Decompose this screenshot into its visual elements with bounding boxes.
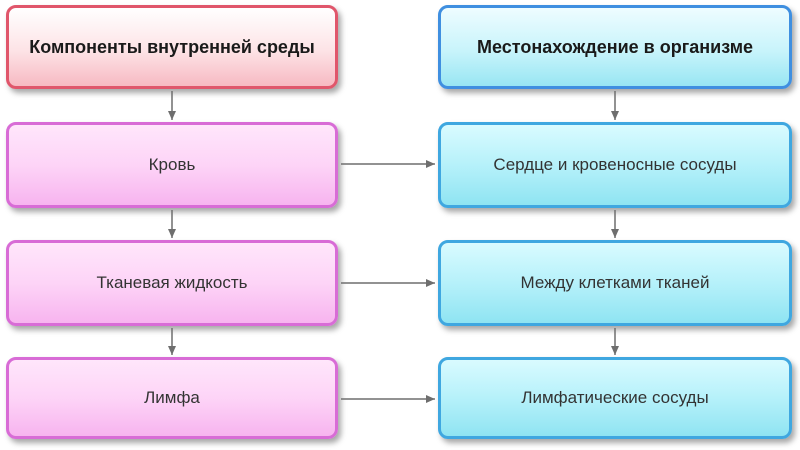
left-item-label-1: Кровь [148,155,196,174]
left-item-label-2: Тканевая жидкость [96,273,248,292]
left-item-box-2: Тканевая жидкость [6,240,338,326]
right-item-box-1: Сердце и кровеносные сосуды [438,122,792,208]
right-item-label-1: Сердце и кровеносные сосуды [493,155,737,174]
right-item-box-3: Лимфатические сосуды [438,357,792,439]
left-header-label: Компоненты внутренней среды [29,36,315,57]
left-item-label-3: Лимфа [144,388,200,407]
right-item-label-2: Между клетками тканей [520,273,710,292]
right-header-label: Местонахождение в организме [476,36,754,57]
left-item-box-1: Кровь [6,122,338,208]
right-item-box-2: Между клетками тканей [438,240,792,326]
right-item-label-3: Лимфатические сосуды [521,388,709,407]
left-header-box: Компоненты внутренней среды [6,5,338,89]
left-item-box-3: Лимфа [6,357,338,439]
right-header-box: Местонахождение в организме [438,5,792,89]
